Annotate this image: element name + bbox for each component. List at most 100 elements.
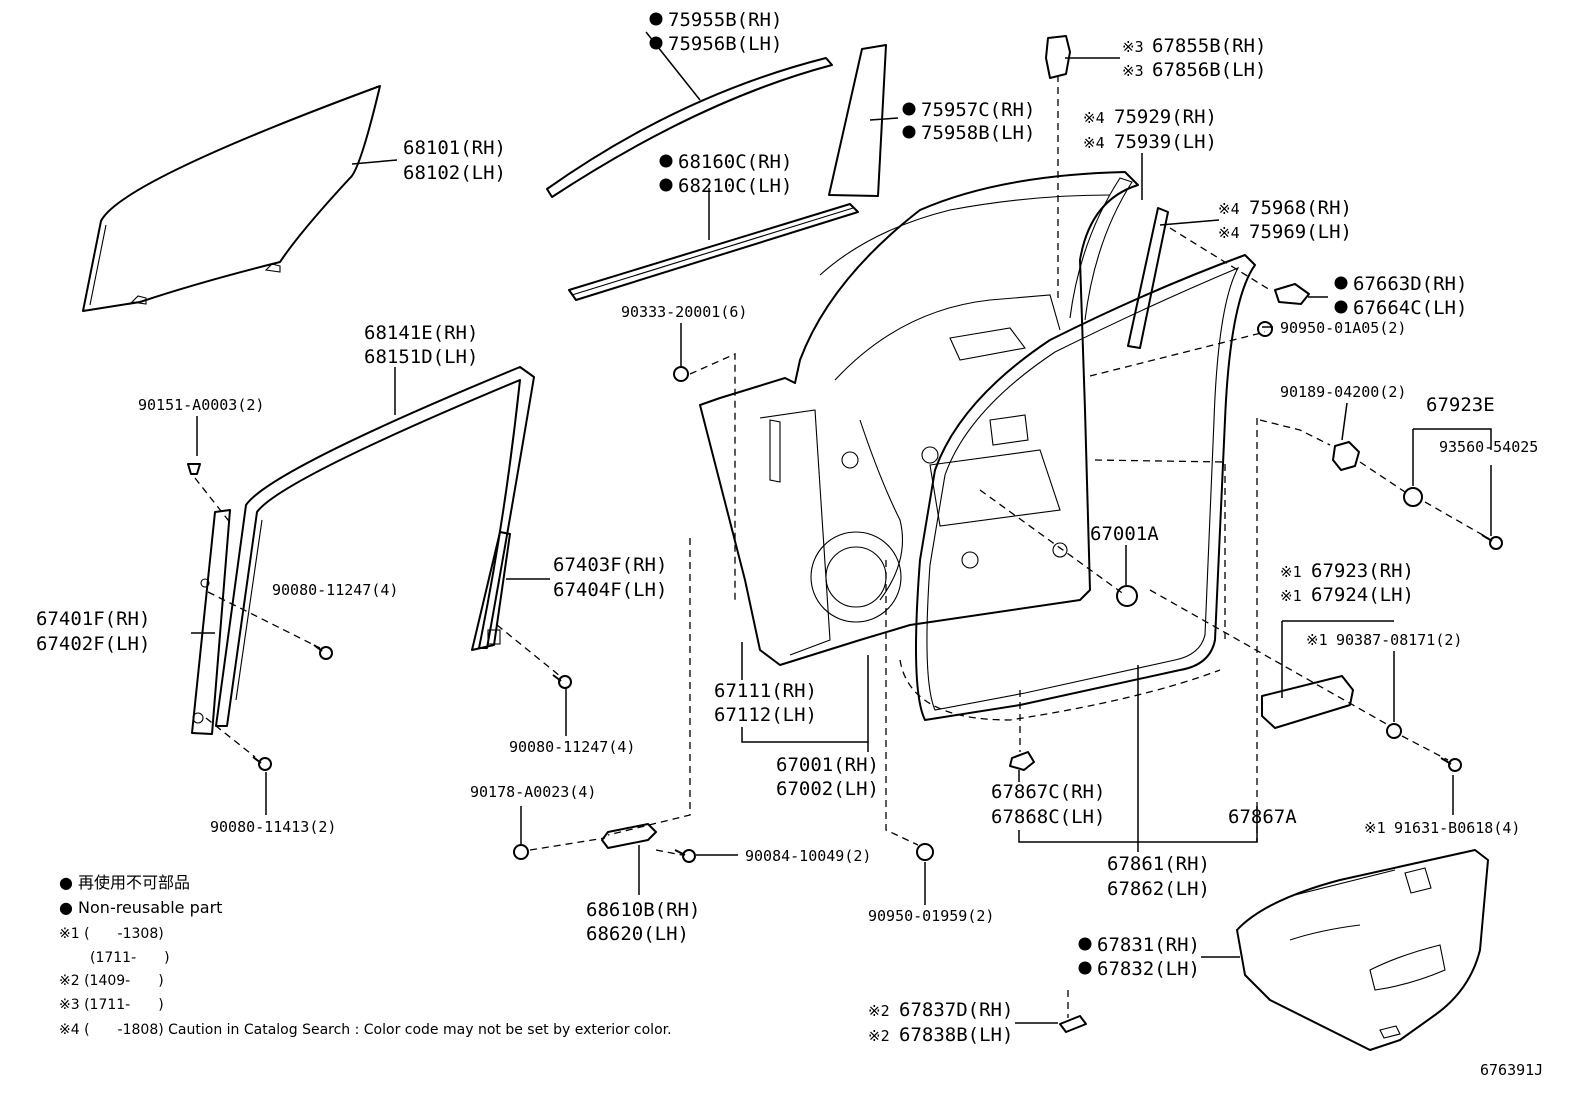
door-weatherstrip-drawing bbox=[915, 254, 1256, 721]
callout-75929-mark2: ※4 bbox=[1083, 134, 1105, 152]
callout-67663d: 67663D(RH) 67664C(LH) bbox=[1334, 273, 1467, 319]
callout-91631-line1: 91631-B0618(4) bbox=[1394, 819, 1520, 837]
callout-67663d-line1: 67663D(RH) bbox=[1353, 273, 1467, 295]
front-lower-frame-drawing bbox=[191, 509, 231, 735]
callout-90080-11413: 90080-11413(2) bbox=[210, 818, 336, 836]
callout-67831-line1: 67831(RH) bbox=[1097, 934, 1200, 956]
rear-lower-frame-drawing bbox=[471, 531, 511, 651]
callout-68141e-line1: 68141E(RH) bbox=[364, 322, 478, 344]
hole-plug-90333-drawing bbox=[673, 366, 689, 382]
upper-clip-drawing bbox=[1045, 35, 1071, 79]
callout-67867a: 67867A bbox=[1228, 806, 1297, 828]
callout-68160c-line2: 68210C(LH) bbox=[678, 175, 792, 197]
rear-sash-moulding-drawing bbox=[1127, 207, 1169, 349]
belt-weatherstrip-drawing bbox=[568, 203, 859, 301]
callout-90950-01959: 90950-01959(2) bbox=[868, 907, 994, 925]
callout-67923e: 67923E bbox=[1426, 394, 1495, 416]
callout-67867c-line1: 67867C(RH) bbox=[991, 781, 1105, 803]
callout-67923-mark1: ※1 bbox=[1280, 563, 1302, 581]
callout-68160c-line1: 68160C(RH) bbox=[678, 151, 792, 173]
legend-en: ● Non-reusable part bbox=[59, 898, 222, 917]
hole-plug-a05-drawing bbox=[1257, 321, 1273, 337]
callout-67855b-line2: 67856B(LH) bbox=[1152, 59, 1266, 81]
callout-75968-mark1: ※4 bbox=[1218, 200, 1240, 218]
service-hole-cover-drawing bbox=[1261, 675, 1354, 729]
callout-75968-mark2: ※4 bbox=[1218, 224, 1240, 242]
callout-68101-line2: 68102(LH) bbox=[403, 162, 506, 184]
glass-run-drawing bbox=[215, 366, 535, 727]
corner-cover-drawing bbox=[1274, 283, 1310, 305]
callout-90080-11247-b: 90080-11247(4) bbox=[509, 738, 635, 756]
leader-lines bbox=[191, 31, 1492, 1024]
callout-75968-line2: 75969(LH) bbox=[1249, 221, 1352, 243]
callout-75929: ※4 ※4 75929(RH) 75939(LH) bbox=[1083, 106, 1217, 153]
callout-68101: 68101(RH) 68102(LH) bbox=[403, 137, 506, 184]
callout-75955b-line1: 75955B(RH) bbox=[668, 9, 782, 31]
bolt-90080-11247-b-drawing bbox=[552, 674, 572, 689]
cushion-90387-drawing bbox=[1386, 723, 1402, 739]
callout-68610b: 68610B(RH) 68620(LH) bbox=[586, 899, 700, 945]
callout-90387: ※1 90387-08171(2) bbox=[1306, 631, 1462, 649]
callout-67831-line2: 67832(LH) bbox=[1097, 958, 1200, 980]
callout-75955b: 75955B(RH) 75956B(LH) bbox=[649, 9, 782, 55]
legend: ● 再使用不可部品 ● Non-reusable part ※1 ( -1308… bbox=[59, 873, 672, 1038]
callout-67837d: ※2 ※2 67837D(RH) 67838B(LH) bbox=[868, 999, 1013, 1046]
screw-90151-drawing bbox=[187, 463, 201, 475]
callout-90084: 90084-10049(2) bbox=[745, 847, 871, 865]
plug-67001a-drawing bbox=[1116, 585, 1138, 607]
callout-67403f: 67403F(RH) 67404F(LH) bbox=[553, 554, 667, 601]
callout-67923-line1: 67923(RH) bbox=[1311, 560, 1414, 582]
callout-67837d-line1: 67837D(RH) bbox=[899, 999, 1013, 1021]
legend-jp: ● 再使用不可部品 bbox=[59, 873, 190, 892]
callout-75929-line1: 75929(RH) bbox=[1114, 106, 1217, 128]
callout-75968-line1: 75968(RH) bbox=[1249, 197, 1352, 219]
callout-67401f-line1: 67401F(RH) bbox=[36, 608, 150, 630]
callout-67401f-line2: 67402F(LH) bbox=[36, 633, 150, 655]
dashed-guide-lines bbox=[194, 75, 1489, 1018]
callout-91631: ※1 91631-B0618(4) bbox=[1364, 819, 1520, 837]
legend-note-2: ※2 (1409- ) bbox=[59, 973, 164, 989]
callout-67837d-mark1: ※2 bbox=[868, 1002, 890, 1020]
callout-67831: 67831(RH) 67832(LH) bbox=[1078, 934, 1200, 980]
callout-68610b-line2: 68620(LH) bbox=[586, 923, 689, 945]
callout-90189: 90189-04200(2) bbox=[1280, 383, 1406, 401]
callout-90080-11247-a: 90080-11247(4) bbox=[272, 581, 398, 599]
callout-67861-line1: 67861(RH) bbox=[1107, 853, 1210, 875]
bolt-90084-drawing bbox=[674, 849, 696, 863]
callout-67001: 67001(RH) 67002(LH) bbox=[776, 754, 879, 800]
callout-93560: 93560-54025 bbox=[1439, 438, 1538, 456]
callout-67001a: 67001A bbox=[1090, 523, 1159, 545]
bolt-90080-11413-drawing bbox=[252, 756, 272, 771]
callout-67867c-line2: 67868C(LH) bbox=[991, 806, 1105, 828]
callout-75968: ※4 ※4 75968(RH) 75969(LH) bbox=[1218, 197, 1352, 243]
door-trim-drawing bbox=[1236, 849, 1489, 1051]
callout-90151: 90151-A0003(2) bbox=[138, 396, 264, 414]
callout-67403f-line1: 67403F(RH) bbox=[553, 554, 667, 576]
callout-68141e-line2: 68151D(LH) bbox=[364, 346, 478, 368]
part-labels: 75955B(RH) 75956B(LH) 68101(RH) 68102(LH… bbox=[36, 9, 1538, 1046]
callout-75957c-line1: 75957C(RH) bbox=[921, 99, 1035, 121]
screw-93560-drawing bbox=[1481, 534, 1503, 550]
callout-67401f: 67401F(RH) 67402F(LH) bbox=[36, 608, 150, 655]
cover-67837d-drawing bbox=[1059, 1015, 1087, 1033]
callout-90333: 90333-20001(6) bbox=[621, 303, 747, 321]
callout-75929-mark1: ※4 bbox=[1083, 109, 1105, 127]
callout-67001-line2: 67002(LH) bbox=[776, 778, 879, 800]
door-weatherstrip-inner-drawing bbox=[926, 266, 1240, 711]
nut-90178-drawing bbox=[513, 844, 529, 860]
callout-67861-line2: 67862(LH) bbox=[1107, 878, 1210, 900]
bolt-90080-11247-a-drawing bbox=[313, 644, 333, 660]
callout-75955b-line2: 75956B(LH) bbox=[668, 33, 782, 55]
callout-90387-mark: ※1 bbox=[1306, 631, 1328, 649]
clip-67867c-drawing bbox=[1009, 751, 1035, 771]
clip-90189-drawing bbox=[1332, 441, 1360, 471]
callout-75957c: 75957C(RH) 75958B(LH) bbox=[902, 99, 1035, 144]
callout-90387-line1: 90387-08171(2) bbox=[1336, 631, 1462, 649]
legend-note-3: ※3 (1711- ) bbox=[59, 997, 164, 1013]
callout-67111-line1: 67111(RH) bbox=[714, 680, 817, 702]
legend-note-1b: (1711- ) bbox=[90, 950, 170, 966]
door-panel-drawing bbox=[699, 171, 1139, 666]
callout-67111: 67111(RH) 67112(LH) bbox=[714, 680, 817, 726]
door-check-drawing bbox=[601, 823, 657, 849]
